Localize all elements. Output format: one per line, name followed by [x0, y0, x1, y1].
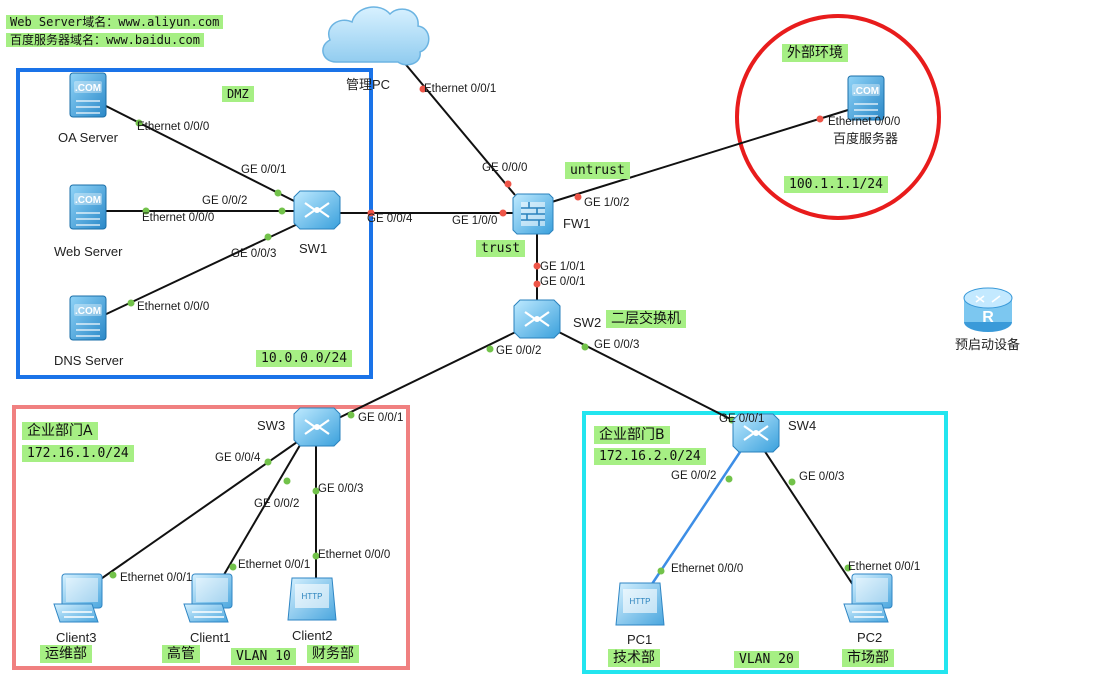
baidu-server-label: 百度服务器 — [833, 131, 899, 146]
link-cloud-fw1 — [391, 47, 516, 196]
dns-server-icon[interactable] — [69, 295, 107, 341]
pc1-label: PC1 — [627, 632, 653, 647]
port-label: GE 0/0/4 — [367, 213, 413, 225]
pc1-department: 技术部 — [608, 649, 660, 667]
svg-text:R: R — [982, 309, 994, 326]
port-label: Ethernet 0/0/0 — [318, 549, 391, 561]
port-label: Ethernet 0/0/1 — [424, 83, 497, 95]
client1-label: Client1 — [190, 630, 231, 645]
port-label: GE 0/0/1 — [540, 276, 586, 288]
link-sw3-client3 — [84, 439, 301, 591]
sw2-label: SW2 — [573, 315, 602, 330]
port-label: GE 0/0/0 — [482, 162, 528, 174]
links — [84, 47, 856, 591]
port-label: Ethernet 0/0/0 — [137, 121, 210, 133]
port-label: Ethernet 0/0/0 — [137, 301, 210, 313]
port-label: Ethernet 0/0/0 — [142, 212, 215, 224]
port-label: GE 0/0/2 — [202, 195, 248, 207]
port-label: Ethernet 0/0/0 — [671, 563, 744, 575]
link-sw3-client1 — [214, 439, 304, 591]
web-server-label: Web Server — [54, 244, 123, 259]
oa-server-label: OA Server — [58, 130, 118, 145]
client3-label: Client3 — [56, 630, 97, 645]
link-oa-sw1 — [99, 102, 303, 206]
untrust-label: untrust — [565, 162, 630, 179]
dept-b-label: 企业部门B — [594, 426, 670, 444]
port-label: GE 0/0/2 — [496, 345, 542, 357]
dmz-zone — [16, 68, 373, 379]
sw3-label: SW3 — [257, 418, 286, 433]
oa-server-icon[interactable] — [69, 72, 107, 118]
router-legend-label: 预启动设备 — [955, 337, 1021, 352]
port-label: Ethernet 0/0/1 — [848, 561, 921, 573]
dept-a-subnet: 172.16.1.0/24 — [22, 445, 134, 462]
header-baidu-domain: 百度服务器域名：www.baidu.com — [6, 33, 204, 47]
client2-department: 财务部 — [307, 645, 359, 663]
port-label: GE 0/0/3 — [231, 248, 277, 260]
external-zone — [735, 14, 941, 220]
pc2-department: 市场部 — [842, 649, 894, 667]
sw2-description: 二层交换机 — [606, 310, 686, 328]
baidu-server-icon[interactable] — [847, 75, 885, 121]
fw1-label: FW1 — [563, 216, 591, 231]
port-label: GE 1/0/2 — [584, 197, 630, 209]
pc2-label: PC2 — [857, 630, 883, 645]
port-label: GE 0/0/3 — [799, 471, 845, 483]
dept-b-subnet: 172.16.2.0/24 — [594, 448, 706, 465]
dns-server-label: DNS Server — [54, 353, 124, 368]
pc1-terminal-icon[interactable] — [615, 582, 665, 626]
external-label: 外部环境 — [782, 44, 848, 62]
sw1-switch-icon[interactable] — [292, 189, 342, 231]
sw4-label: SW4 — [788, 418, 817, 433]
router-icon: R — [963, 287, 1013, 332]
client3-pc-icon[interactable] — [53, 573, 103, 623]
port-dots — [109, 119, 852, 579]
link-sw2-sw4 — [544, 324, 753, 431]
port-label: GE 0/0/1 — [358, 412, 404, 424]
dmz-subnet: 10.0.0.0/24 — [256, 350, 353, 367]
port-label: GE 1/0/0 — [452, 215, 498, 227]
cloud-label: 管理PC — [346, 77, 391, 92]
link-sw4-pc1 — [646, 439, 750, 591]
web-server-icon[interactable] — [69, 184, 107, 230]
client3-department: 运维部 — [40, 645, 92, 663]
dept-b-zone — [582, 411, 948, 674]
port-label: GE 1/0/1 — [540, 261, 586, 273]
cloud-icon[interactable] — [322, 6, 430, 66]
client1-department: 高管 — [162, 645, 200, 663]
fw-port-dots — [419, 85, 824, 288]
port-label: GE 0/0/2 — [671, 470, 717, 482]
sw2-switch-icon[interactable] — [512, 298, 562, 340]
link-fw1-baidu — [541, 109, 849, 206]
trust-label: trust — [476, 240, 526, 257]
port-label: GE 0/0/1 — [719, 413, 765, 425]
port-label: GE 0/0/2 — [254, 498, 300, 510]
dept-b-vlan: VLAN 20 — [734, 651, 799, 668]
header-web-domain: Web Server域名：www.aliyun.com — [6, 15, 224, 29]
port-label: Ethernet 0/0/1 — [120, 572, 193, 584]
port-label: GE 0/0/3 — [318, 483, 364, 495]
fw1-firewall-icon[interactable] — [512, 193, 554, 235]
sw3-switch-icon[interactable] — [292, 406, 342, 448]
port-label: GE 0/0/3 — [594, 339, 640, 351]
dept-a-zone — [12, 405, 410, 670]
link-sw4-pc2 — [755, 437, 856, 589]
port-label: Ethernet 0/0/1 — [238, 559, 311, 571]
port-label: Ethernet 0/0/0 — [828, 116, 901, 128]
dept-a-vlan: VLAN 10 — [231, 648, 296, 665]
client2-terminal-icon[interactable] — [287, 577, 337, 621]
link-sw2-sw3 — [317, 324, 531, 429]
sw1-label: SW1 — [299, 241, 328, 256]
external-subnet: 100.1.1.1/24 — [784, 176, 888, 193]
dept-a-label: 企业部门A — [22, 422, 98, 440]
dmz-label: DMZ — [222, 86, 254, 102]
port-label: GE 0/0/1 — [241, 164, 287, 176]
client2-label: Client2 — [292, 628, 333, 643]
port-label: GE 0/0/4 — [215, 452, 261, 464]
